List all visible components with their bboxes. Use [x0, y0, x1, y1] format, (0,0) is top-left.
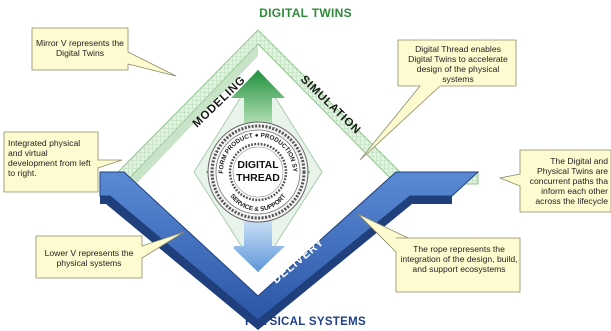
rope-text: The rope represents the integration of t… [400, 244, 518, 274]
callout-integrated [3, 131, 123, 193]
digital-thread-text: Digital Thread enables Digital Twins to … [408, 44, 508, 84]
physical-systems-title: PHYSICAL SYSTEMS [245, 316, 366, 328]
up-arrow-icon [231, 70, 285, 128]
digital-twins-title: DIGITAL TWINS [259, 6, 352, 20]
callout-mirror-v [31, 27, 177, 77]
down-arrow-icon [231, 218, 285, 272]
lower-v-band [99, 171, 480, 330]
digital-label: DIGITAL [237, 159, 279, 171]
thread-label: THREAD [236, 172, 280, 184]
integrated-text: Integrated physical and virtual developm… [8, 138, 91, 178]
mirror-v-text: Mirror V represents the Digital Twins [36, 38, 124, 58]
simulation-label: SIMULATION [298, 74, 363, 137]
callout-concurrent [498, 149, 611, 213]
concurrent-text: The Digital and Physical Twins are concu… [529, 156, 608, 206]
callout-rope [357, 213, 521, 293]
lower-v-text: Lower V represents the physical systems [44, 248, 134, 268]
callout-digital-thread [359, 39, 517, 161]
callout-lower-v [35, 231, 185, 279]
